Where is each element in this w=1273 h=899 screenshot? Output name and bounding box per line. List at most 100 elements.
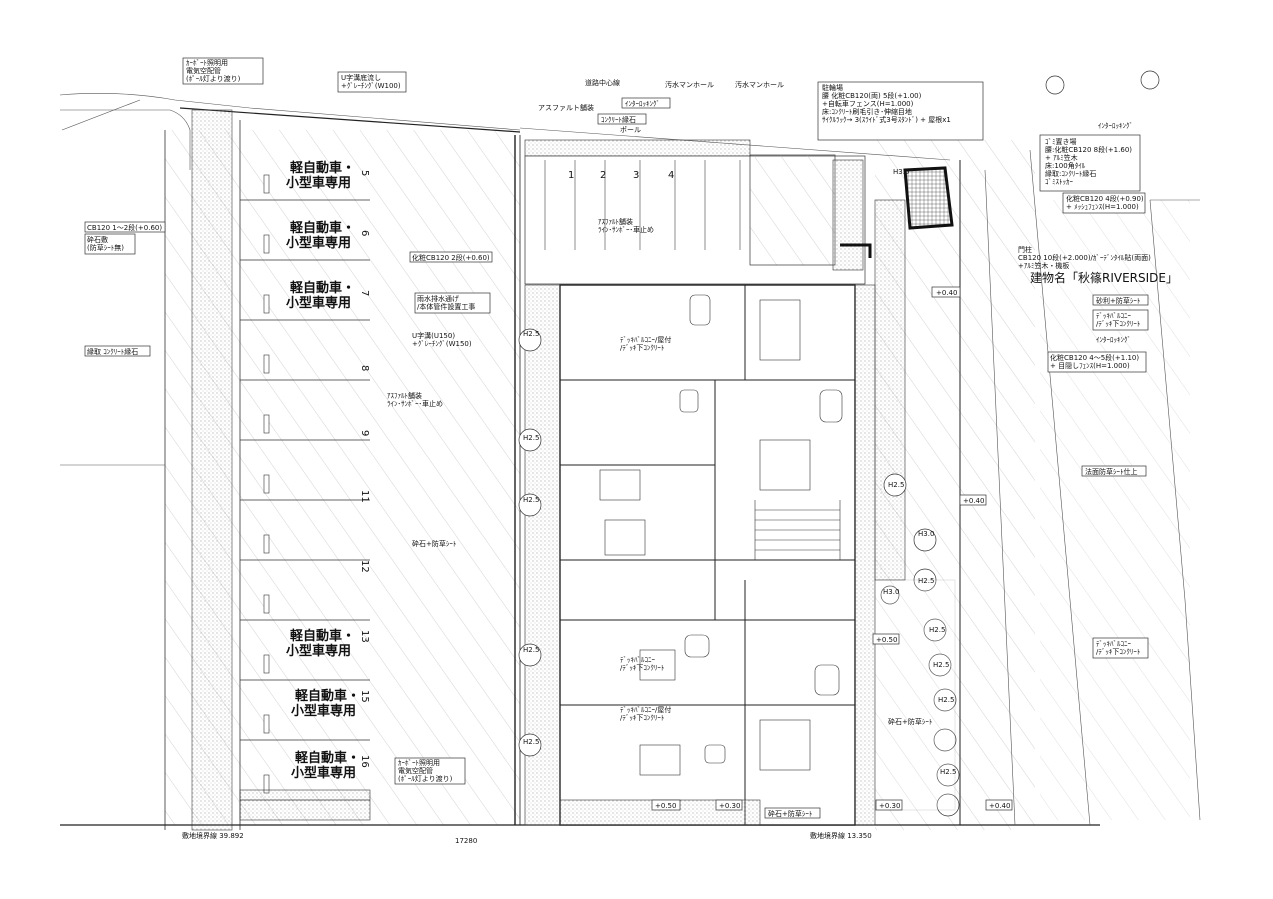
bottom-planter xyxy=(239,789,371,821)
svg-text:化粧CB120 2段(+0.60): 化粧CB120 2段(+0.60) xyxy=(412,253,490,262)
note-deck-1: ﾃﾞｯｷﾊﾞﾙｺﾆｰ/屋付/ﾃﾞｯｷ下ｺﾝｸﾘｰﾄ xyxy=(620,335,671,352)
note-soil-right: 法面防草ｼｰﾄ仕上 xyxy=(1081,465,1147,477)
svg-text:ﾃﾞｯｷﾊﾞﾙｺﾆｰ/屋付/ﾃﾞｯｷ下ｺﾝｸﾘｰﾄ: ﾃﾞｯｷﾊﾞﾙｺﾆｰ/屋付/ﾃﾞｯｷ下ｺﾝｸﾘｰﾄ xyxy=(620,335,671,352)
note-cb-left: CB120 1～2段(+0.60) xyxy=(84,221,166,233)
svg-text:+0.50: +0.50 xyxy=(655,802,676,810)
garbage-enclosure xyxy=(903,166,954,230)
note-carport-bottom: ｶｰﾎﾞｰﾄ照明用電気空配管(ﾎﾟｰﾙ灯より渡り) xyxy=(394,757,466,785)
space-number: 13 xyxy=(359,630,370,643)
svg-text:砕石+防草ｼｰﾄ: 砕石+防草ｼｰﾄ xyxy=(768,809,812,818)
note-asphalt-1: ｱｽﾌｧﾙﾄ舗装ﾗｲﾝ･ｻﾝﾎﾞｰ･車止め xyxy=(387,391,443,408)
bottom-dimensions: 17280 敷地境界線 13.350 敷地境界線 39.892 xyxy=(182,831,872,845)
svg-text:ｱｽﾌｧﾙﾄ舗装ﾗｲﾝ･ｻﾝﾎﾞｰ･車止め: ｱｽﾌｧﾙﾄ舗装ﾗｲﾝ･ｻﾝﾎﾞｰ･車止め xyxy=(387,391,443,408)
svg-text:H2.5: H2.5 xyxy=(929,626,945,634)
level-markers: +0.40 +0.40 +0.50 +0.50 +0.30 +0.30 +0.4… xyxy=(651,286,1013,811)
gravel-strip-right xyxy=(874,199,906,581)
bike-number: 4 xyxy=(668,170,674,181)
svg-text:H3.0: H3.0 xyxy=(893,168,909,176)
svg-text:H3.0: H3.0 xyxy=(918,530,934,538)
svg-text:ｲﾝﾀｰﾛｯｷﾝｸﾞ: ｲﾝﾀｰﾛｯｷﾝｸﾞ xyxy=(1098,122,1133,130)
svg-text:+0.40: +0.40 xyxy=(963,497,984,505)
svg-text:法面防草ｼｰﾄ仕上: 法面防草ｼｰﾄ仕上 xyxy=(1085,467,1138,476)
svg-text:ﾃﾞｯｷﾊﾞﾙｺﾆｰ/ﾃﾞｯｷ下ｺﾝｸﾘｰﾄ: ﾃﾞｯｷﾊﾞﾙｺﾆｰ/ﾃﾞｯｷ下ｺﾝｸﾘｰﾄ xyxy=(620,656,664,672)
svg-text:ｺﾝｸﾘｰﾄ縁石: ｺﾝｸﾘｰﾄ縁石 xyxy=(601,115,636,124)
parking-label-3: 軽自動車・小型車専用 xyxy=(286,280,355,311)
bike-shelter xyxy=(749,154,836,266)
svg-text:ﾃﾞｯｷﾊﾞﾙｺﾆｰ/屋付/ﾃﾞｯｷ下ｺﾝｸﾘｰﾄ: ﾃﾞｯｷﾊﾞﾙｺﾆｰ/屋付/ﾃﾞｯｷ下ｺﾝｸﾘｰﾄ xyxy=(620,705,671,722)
bike-wall xyxy=(832,159,864,271)
svg-text:H2.5: H2.5 xyxy=(523,434,539,442)
note-deck-right: ﾃﾞｯｷﾊﾞﾙｺﾆｰ/ﾃﾞｯｷ下ｺﾝｸﾘｰﾄ xyxy=(1092,309,1149,331)
svg-text:H2.5: H2.5 xyxy=(523,738,539,746)
note-garbage: ｺﾞﾐ置き場腰:化粧CB120 8段(+1.60)+ ｱﾙﾐ笠木床:100角ﾀｲ… xyxy=(1039,134,1141,192)
space-number: 15 xyxy=(359,690,370,703)
svg-text:ｲﾝﾀｰﾛｯｷﾝｸﾞ: ｲﾝﾀｰﾛｯｷﾝｸﾞ xyxy=(1096,336,1131,344)
right-slope-line-1 xyxy=(984,169,1016,826)
svg-text:敷地境界線 13.350: 敷地境界線 13.350 xyxy=(810,831,872,840)
svg-text:汚水マンホール: 汚水マンホール xyxy=(735,80,784,89)
svg-text:汚水マンホール: 汚水マンホール xyxy=(665,80,714,89)
svg-text:ｶｰﾎﾞｰﾄ照明用電気空配管(ﾎﾟｰﾙ灯より渡り): ｶｰﾎﾞｰﾄ照明用電気空配管(ﾎﾟｰﾙ灯より渡り) xyxy=(398,759,453,783)
space-number: 16 xyxy=(359,755,370,768)
svg-text:雨水排水通げ/本体管件設置工事: 雨水排水通げ/本体管件設置工事 xyxy=(417,294,475,311)
svg-text:H2.5: H2.5 xyxy=(933,661,949,669)
note-cb-right: 化粧CB120 4段(+0.90)+ ﾒｯｼｭﾌｪﾝｽ(H=1.000) xyxy=(1062,192,1146,214)
svg-text:砕石敷(防草ｼｰﾄ無): 砕石敷(防草ｼｰﾄ無) xyxy=(87,235,124,252)
space-numbers: 5 6 7 8 9 11 12 13 15 16 xyxy=(359,170,370,768)
svg-text:駐輪場腰 化粧CB120(両) 5段(+1.00)+自転車フ: 駐輪場腰 化粧CB120(両) 5段(+1.00)+自転車フェンス(H=1.00… xyxy=(822,83,951,124)
note-asphalt-2: ｱｽﾌｧﾙﾄ舗装ﾗｲﾝ･ｻﾝﾎﾞｰ･車止め xyxy=(598,217,654,234)
svg-text:H2.5: H2.5 xyxy=(523,496,539,504)
space-number: 11 xyxy=(359,490,370,503)
note-deck-2: ﾃﾞｯｷﾊﾞﾙｺﾆｰ/ﾃﾞｯｷ下ｺﾝｸﾘｰﾄ xyxy=(620,656,664,672)
svg-text:ｲﾝﾀｰﾛｯｷﾝｸﾞ: ｲﾝﾀｰﾛｯｷﾝｸﾞ xyxy=(625,100,660,108)
gravel-strip-left xyxy=(191,109,233,831)
note-u-gutter-mid: U字溝(U150)+ｸﾞﾚｰﾁﾝｸﾞ(W150) xyxy=(412,331,472,348)
right-river-edge xyxy=(1149,199,1201,821)
svg-text:化粧CB120 4段(+0.90)+ ﾒｯｼｭﾌｪﾝｽ(H=: 化粧CB120 4段(+0.90)+ ﾒｯｼｭﾌｪﾝｽ(H=1.000) xyxy=(1066,194,1144,211)
svg-text:砕石+防草ｼｰﾄ: 砕石+防草ｼｰﾄ xyxy=(412,539,456,548)
svg-text:砕石+防草ｼｰﾄ: 砕石+防草ｼｰﾄ xyxy=(888,717,932,726)
svg-text:化粧CB120 4～5段(+1.10)+ 目隠しﾌｪﾝｽ(H: 化粧CB120 4～5段(+1.10)+ 目隠しﾌｪﾝｽ(H=1.000) xyxy=(1050,353,1139,370)
svg-text:+0.30: +0.30 xyxy=(719,802,740,810)
svg-text:H2.5: H2.5 xyxy=(523,330,539,338)
bike-area-curb xyxy=(524,139,751,157)
parking-label-2: 軽自動車・小型車専用 xyxy=(286,220,355,251)
trees xyxy=(518,70,1160,817)
space-number: 12 xyxy=(359,560,370,573)
svg-text:U字溝底流し+ｸﾞﾚｰﾁﾝｸﾞ(W100): U字溝底流し+ｸﾞﾚｰﾁﾝｸﾞ(W100) xyxy=(341,73,401,90)
svg-text:ｱｽﾌｧﾙﾄ舗装ﾗｲﾝ･ｻﾝﾎﾞｰ･車止め: ｱｽﾌｧﾙﾄ舗装ﾗｲﾝ･ｻﾝﾎﾞｰ･車止め xyxy=(598,217,654,234)
parking-label-1: 軽自動車・小型車専用 xyxy=(286,160,355,191)
space-number: 6 xyxy=(359,230,370,236)
svg-text:ﾃﾞｯｷﾊﾞﾙｺﾆｰ/ﾃﾞｯｷ下ｺﾝｸﾘｰﾄ: ﾃﾞｯｷﾊﾞﾙｺﾆｰ/ﾃﾞｯｷ下ｺﾝｸﾘｰﾄ xyxy=(1096,312,1140,328)
note-interlock-right: ｲﾝﾀｰﾛｯｷﾝｸﾞ xyxy=(1096,336,1131,344)
note-gravel-bottom: 砕石+防草ｼｰﾄ xyxy=(764,807,821,819)
svg-text:ｺﾞﾐ置き場腰:化粧CB120 8段(+1.60)+ ｱﾙﾐ: ｺﾞﾐ置き場腰:化粧CB120 8段(+1.60)+ ｱﾙﾐ笠木床:100角ﾀｲ… xyxy=(1045,137,1132,186)
bike-number: 2 xyxy=(600,170,606,181)
svg-text:ﾃﾞｯｷﾊﾞﾙｺﾆｰ/ﾃﾞｯｷ下ｺﾝｸﾘｰﾄ: ﾃﾞｯｷﾊﾞﾙｺﾆｰ/ﾃﾞｯｷ下ｺﾝｸﾘｰﾄ xyxy=(1096,640,1140,656)
svg-text:+0.30: +0.30 xyxy=(879,802,900,810)
note-carport-top: ｶｰﾎﾞｰﾄ照明用電気空配管(ﾎﾟｰﾙ灯より渡り) xyxy=(182,57,264,85)
wheel-stops xyxy=(263,174,270,794)
svg-text:ポール: ポール xyxy=(620,126,641,134)
note-gravel-center: 砕石+防草ｼｰﾄ xyxy=(412,539,456,548)
svg-text:ｶｰﾎﾞｰﾄ照明用電気空配管(ﾎﾟｰﾙ灯より渡り): ｶｰﾎﾞｰﾄ照明用電気空配管(ﾎﾟｰﾙ灯より渡り) xyxy=(186,59,241,83)
building-name-box: 建物名「秋篠RIVERSIDE」 xyxy=(1030,270,1178,285)
note-cb-right-2: 化粧CB120 4～5段(+1.10)+ 目隠しﾌｪﾝｽ(H=1.000) xyxy=(1047,351,1147,373)
svg-text:+0.40: +0.40 xyxy=(936,289,957,297)
space-number: 8 xyxy=(359,365,370,371)
note-gravel-left: 砕石敷(防草ｼｰﾄ無) xyxy=(84,233,136,255)
svg-text:H2.5: H2.5 xyxy=(918,577,934,585)
svg-text:+0.50: +0.50 xyxy=(876,636,897,644)
svg-text:U字溝(U150)+ｸﾞﾚｰﾁﾝｸﾞ(W150): U字溝(U150)+ｸﾞﾚｰﾁﾝｸﾞ(W150) xyxy=(412,331,472,348)
note-deck-right-2: ﾃﾞｯｷﾊﾞﾙｺﾆｰ/ﾃﾞｯｷ下ｺﾝｸﾘｰﾄ xyxy=(1092,637,1149,659)
svg-text:道路中心線: 道路中心線 xyxy=(585,78,620,87)
note-edging-left: 縁取 ｺﾝｸﾘｰﾄ縁石 xyxy=(84,345,151,357)
space-number: 9 xyxy=(359,430,370,436)
note-gravel-right: 砂利+防草ｼｰﾄ xyxy=(1092,294,1149,306)
space-number: 5 xyxy=(359,170,370,176)
svg-text:H2.5: H2.5 xyxy=(888,481,904,489)
space-number: 7 xyxy=(359,290,370,296)
